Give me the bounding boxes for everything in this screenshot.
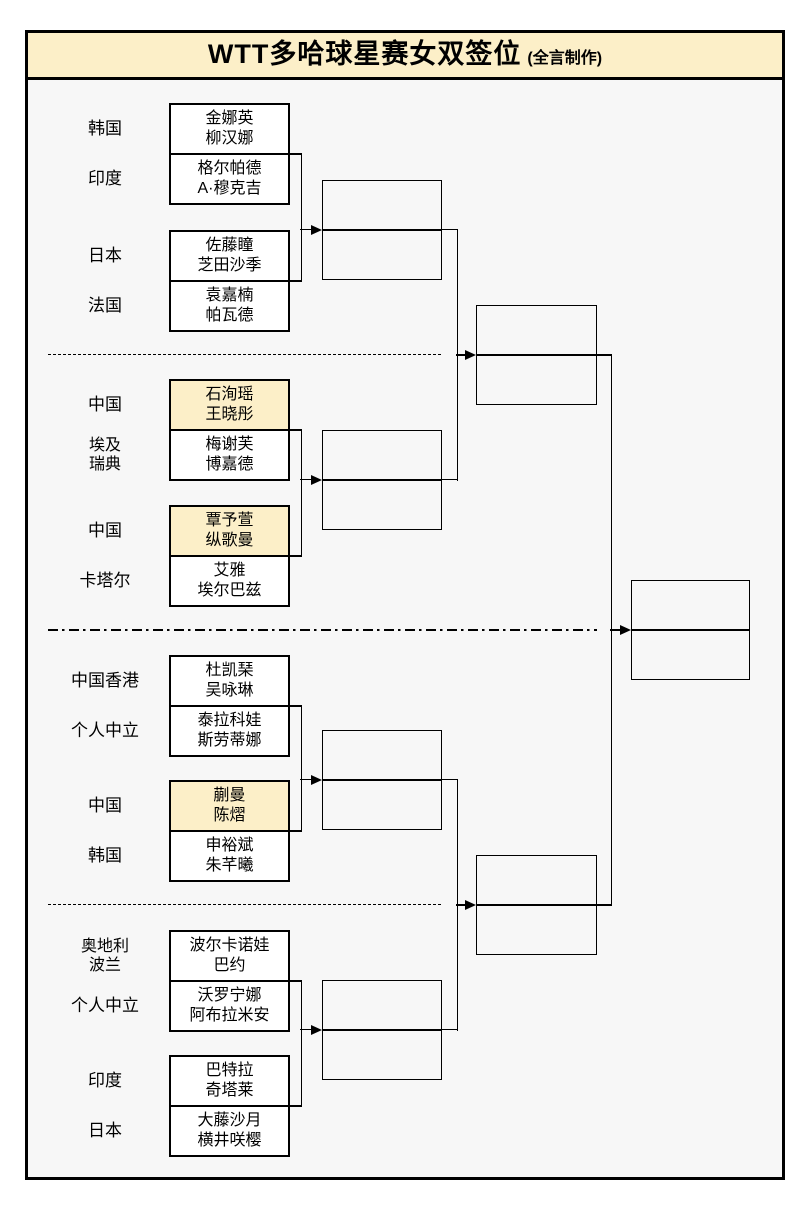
arrow-right-icon [620,625,631,635]
arrow-right-icon [311,1024,322,1035]
connector-line [288,830,302,832]
connector-line [288,1105,302,1107]
separator-dashdot-center [48,629,597,631]
connector-line [440,1028,458,1030]
connector-line [288,153,302,155]
connector-line [440,778,458,780]
country-label: 中国 [88,796,122,815]
team-box: 泰拉科娃斯劳蒂娜 [169,705,290,757]
team-box: 金娜英柳汉娜 [169,103,290,155]
title-credit: (全言制作) [527,50,603,67]
team-box: 波尔卡诺娃巴约 [169,930,290,982]
connector-line [288,980,302,982]
separator-dashed-top [48,354,441,355]
connector-line [300,1028,312,1030]
arrow-right-icon [311,774,322,785]
divider-line [323,479,441,481]
connector-line [300,705,302,832]
semifinal-box [476,305,597,405]
connector-line [288,429,302,431]
round2-box [322,730,442,830]
divider-line [477,354,596,356]
team-box: 大藤沙月横井咲樱 [169,1105,290,1157]
country-label: 韩国 [88,846,122,865]
semifinal-box [476,855,597,955]
connector-line [300,429,302,557]
country-label: 日本 [88,1121,122,1140]
connector-line [300,478,312,480]
country-label: 个人中立 [71,996,139,1015]
divider-line [323,1029,441,1031]
connector-line [300,153,302,282]
round2-box [322,980,442,1080]
arrow-right-icon [465,900,476,910]
title-bar: WTT多哈球星赛女双签位 (全言制作) [25,30,785,80]
country-label: 日本 [88,246,122,265]
country-label: 中国香港 [71,671,139,690]
country-label: 法国 [88,296,122,315]
divider-line [323,229,441,231]
divider-line [323,779,441,781]
connector-line [288,280,302,282]
team-box: 杜凯琹吴咏琳 [169,655,290,707]
team-box: 袁嘉楠帕瓦德 [169,280,290,332]
country-label: 个人中立 [71,721,139,740]
divider-line [632,629,749,631]
country-label: 印度 [88,1071,122,1090]
bracket-frame [25,30,785,1180]
country-label: 中国 [88,521,122,540]
connector-line [288,705,302,707]
country-label: 卡塔尔 [79,571,131,590]
connector-line [300,778,312,780]
arrow-right-icon [311,474,322,485]
round2-box [322,430,442,530]
round2-box [322,180,442,280]
separator-dashed-bottom [48,904,441,905]
connector-line [440,478,458,480]
team-box: 沃罗宁娜阿布拉米安 [169,980,290,1032]
connector-line [456,354,466,356]
team-box: 梅谢芙博嘉德 [169,429,290,481]
arrow-right-icon [465,350,476,360]
connector-line [595,354,612,356]
team-box: 覃予萱纵歌曼 [169,505,290,557]
connector-line [300,228,312,230]
team-box: 巴特拉奇塔莱 [169,1055,290,1107]
country-label: 奥地利波兰 [80,938,129,974]
connector-line [300,980,302,1107]
connector-line [595,904,612,906]
connector-line [288,555,302,557]
connector-line [440,228,458,230]
team-box: 艾雅埃尔巴兹 [169,555,290,607]
team-box: 申裕斌朱芊曦 [169,830,290,882]
connector-line [610,629,621,631]
final-box [631,580,750,680]
country-label: 埃及瑞典 [88,437,121,473]
team-box: 蒯曼陈熠 [169,780,290,832]
country-label: 中国 [88,395,122,414]
arrow-right-icon [311,224,322,235]
team-box: 佐藤瞳芝田沙季 [169,230,290,282]
page-title: WTT多哈球星赛女双签位 [207,39,522,69]
country-label: 韩国 [88,119,122,138]
team-box: 石洵瑶王晓彤 [169,379,290,431]
divider-line [477,904,596,906]
connector-line [456,904,466,906]
country-label: 印度 [88,169,122,188]
